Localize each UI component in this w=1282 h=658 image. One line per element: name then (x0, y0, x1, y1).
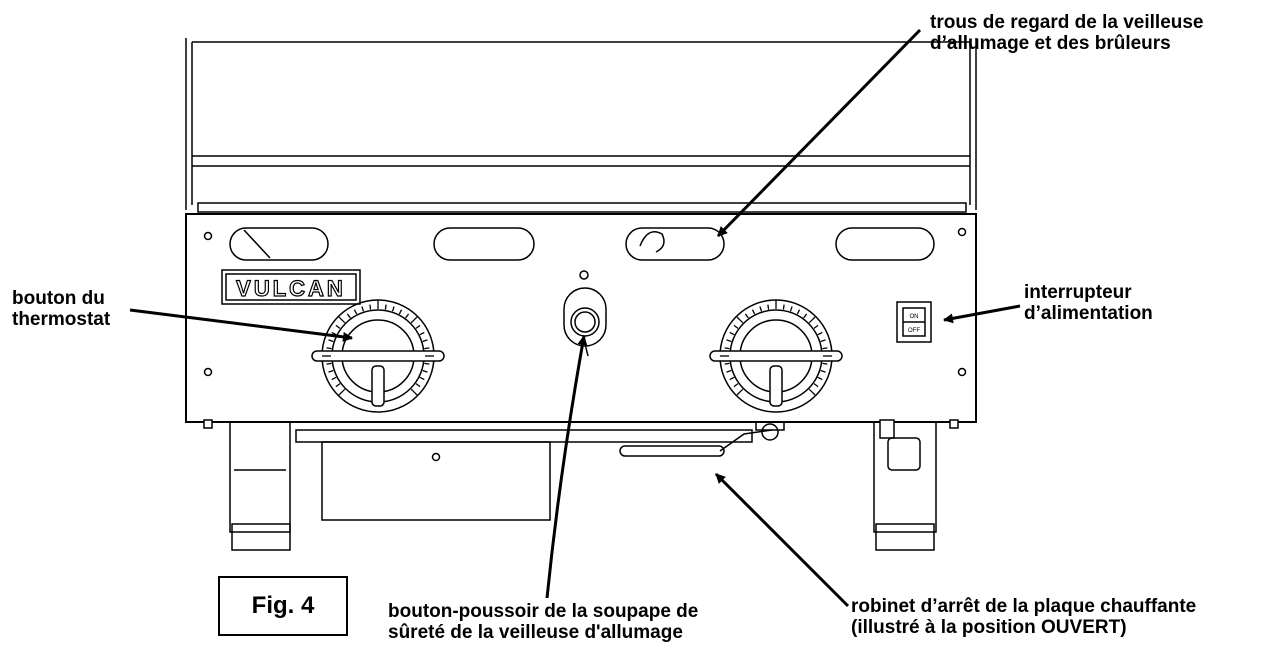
dial-tick (820, 339, 826, 343)
dial-tick (415, 324, 421, 329)
dial-tick (735, 388, 744, 397)
dial-tick (733, 383, 739, 388)
dial-tick (335, 383, 341, 388)
dial-tick (384, 304, 387, 310)
dial-tick (361, 306, 365, 312)
dial-tick (817, 331, 823, 336)
dial-tick (724, 362, 730, 365)
dial-tick (331, 376, 337, 381)
legs-and-tray (229, 419, 937, 551)
dial-tick (405, 313, 410, 319)
callout-power-switch-line2: d’alimentation (1024, 303, 1153, 324)
dial-tick (759, 306, 763, 312)
figure-label: Fig. 4 (251, 592, 315, 619)
back-splash (185, 38, 977, 213)
dial-tick (337, 315, 346, 324)
control-panel (185, 213, 977, 429)
pilot-safety-button (563, 270, 607, 357)
dial-tick (822, 362, 828, 365)
dial-tick (328, 339, 334, 343)
dial-tick (726, 339, 732, 343)
dial-tick (796, 309, 801, 315)
callout-pilot-button: bouton-poussoir de la soupape de sûreté … (388, 601, 698, 643)
thermostat-knob-left (311, 299, 445, 413)
callout-peep-holes-line2: d’allumage et des brûleurs (930, 33, 1171, 54)
dial-tick (789, 306, 793, 312)
dial-tick (808, 388, 817, 397)
callout-peep-holes-line1: trous de regard de la veilleuse (930, 12, 1204, 33)
dial-tick (424, 362, 430, 365)
dial-tick (424, 347, 430, 350)
arrow-pilot-button (545, 335, 588, 599)
dial-tick (813, 324, 819, 329)
dial-tick (391, 306, 395, 312)
callout-power-switch: interrupteur d’alimentation (1024, 282, 1153, 324)
callout-shutoff-valve-line1: robinet d’arrêt de la plaque chauffante (851, 596, 1197, 617)
arrow-power-switch (943, 304, 1021, 324)
arrow-shutoff-valve (714, 472, 850, 608)
dial-tick (729, 331, 735, 336)
dial-tick (326, 347, 332, 350)
dial-tick (331, 331, 337, 336)
switch-on-marking: ON (910, 314, 919, 320)
callout-shutoff-valve: robinet d’arrêt de la plaque chauffante … (851, 596, 1196, 638)
dial-tick (767, 304, 770, 310)
dial-tick (415, 383, 421, 388)
peep-holes (229, 227, 935, 261)
dial-tick (751, 309, 756, 315)
dial-tick (729, 376, 735, 381)
switch-off-marking: OFF (908, 328, 920, 334)
thermostat-knob-right (709, 299, 843, 413)
dial-tick (813, 383, 819, 388)
brand-logo: VULCAN (236, 276, 346, 301)
arrow-peep-holes (716, 28, 922, 238)
callout-thermostat-line1: bouton du (12, 288, 105, 309)
dial-tick (328, 369, 334, 373)
dial-tick (369, 304, 372, 310)
dial-tick (346, 313, 351, 319)
dial-tick (822, 347, 828, 350)
dial-tick (820, 369, 826, 373)
dial-tick (337, 388, 346, 397)
dial-tick (326, 362, 332, 365)
dial-tick (808, 315, 817, 324)
dial-tick (724, 347, 730, 350)
dial-tick (419, 331, 425, 336)
dial-tick (817, 376, 823, 381)
dial-tick (335, 324, 341, 329)
dial-tick (422, 339, 428, 343)
dial-tick (419, 376, 425, 381)
dial-tick (422, 369, 428, 373)
arrow-thermostat (129, 308, 353, 342)
brand-plate (221, 269, 361, 305)
thermostat-dial-ticks-left (322, 300, 434, 397)
shutoff-valve-handle (619, 421, 785, 457)
callout-shutoff-valve-line2: (illustré à la position OUVERT) (851, 617, 1127, 638)
callout-thermostat-line2: thermostat (12, 309, 111, 330)
dial-tick (803, 313, 808, 319)
dial-tick (726, 369, 732, 373)
dial-tick (733, 324, 739, 329)
dial-tick (735, 315, 744, 324)
figure-label-box: Fig. 4 (218, 576, 348, 636)
dial-tick (410, 388, 419, 397)
power-switch (896, 301, 932, 343)
dial-tick (398, 309, 403, 315)
callout-thermostat: bouton du thermostat (12, 288, 110, 330)
callout-power-switch-line1: interrupteur (1024, 282, 1132, 303)
callout-pilot-button-line2: sûreté de la veilleuse d'allumage (388, 622, 683, 643)
callout-peep-holes: trous de regard de la veilleuse d’alluma… (930, 12, 1204, 54)
dial-tick (410, 315, 419, 324)
dial-tick (353, 309, 358, 315)
thermostat-dial-ticks-right (720, 300, 832, 397)
dial-tick (782, 304, 785, 310)
dial-tick (744, 313, 749, 319)
callout-pilot-button-line1: bouton-poussoir de la soupape de (388, 601, 699, 622)
